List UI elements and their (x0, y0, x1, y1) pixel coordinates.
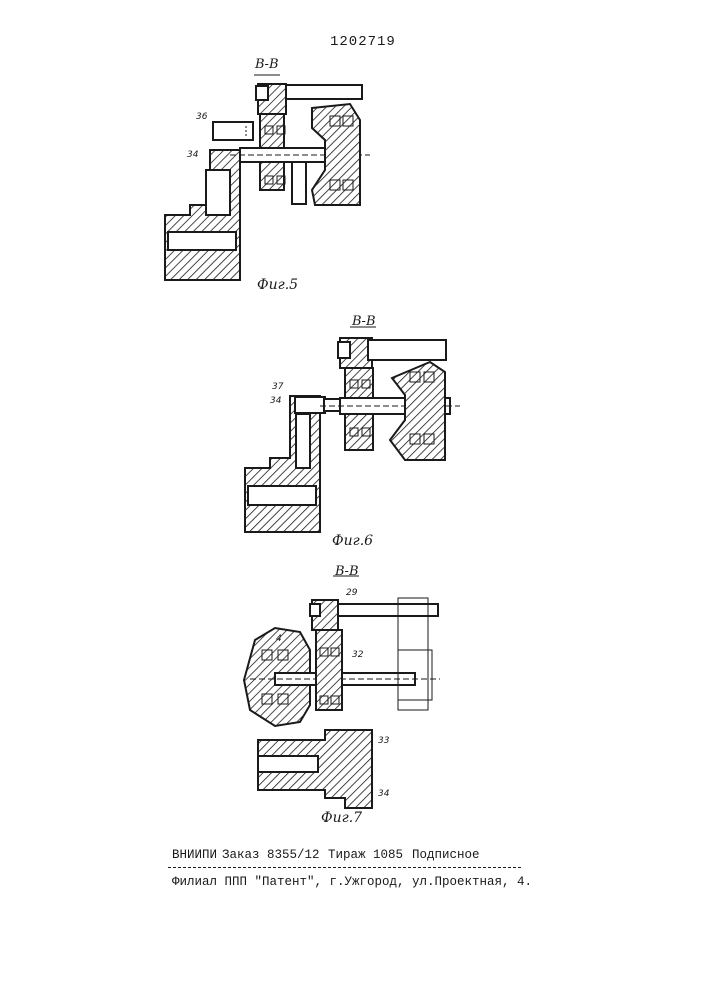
figure-7-section-label: В-В (335, 564, 359, 579)
figure-5-label-36: 36 (196, 112, 207, 122)
footer-order: Заказ 8355/12 (222, 848, 320, 862)
figure-6-label-37: 37 (272, 382, 283, 392)
footer-org: ВНИИПИ (172, 848, 217, 862)
figure-7-label-32: 32 (352, 650, 363, 660)
figure-6-section-label: В-В (352, 314, 376, 329)
footer-subscription: Подписное (412, 848, 480, 862)
figure-5-label-34: 34 (187, 150, 198, 160)
figure-5-section-label: В-В (255, 57, 279, 72)
figure-7-label-34: 34 (378, 789, 389, 799)
figure-6-caption: Фиг.6 (332, 533, 373, 549)
figure-7-label-33: 33 (378, 736, 389, 746)
footer-circulation: Тираж 1085 (328, 848, 403, 862)
figure-5-drawing (165, 75, 370, 280)
figure-7-label-4: 4 (276, 634, 282, 644)
figure-7-drawing (244, 576, 440, 808)
figure-7-caption: Фиг.7 (321, 810, 362, 826)
figure-5-caption: Фиг.5 (257, 277, 298, 293)
figure-7-label-29: 29 (346, 588, 357, 598)
figure-6-drawing (245, 327, 460, 532)
footer-address: Филиал ППП "Патент", г.Ужгород, ул.Проек… (172, 875, 532, 889)
footer-divider (168, 867, 521, 868)
figure-6-label-34: 34 (270, 396, 281, 406)
